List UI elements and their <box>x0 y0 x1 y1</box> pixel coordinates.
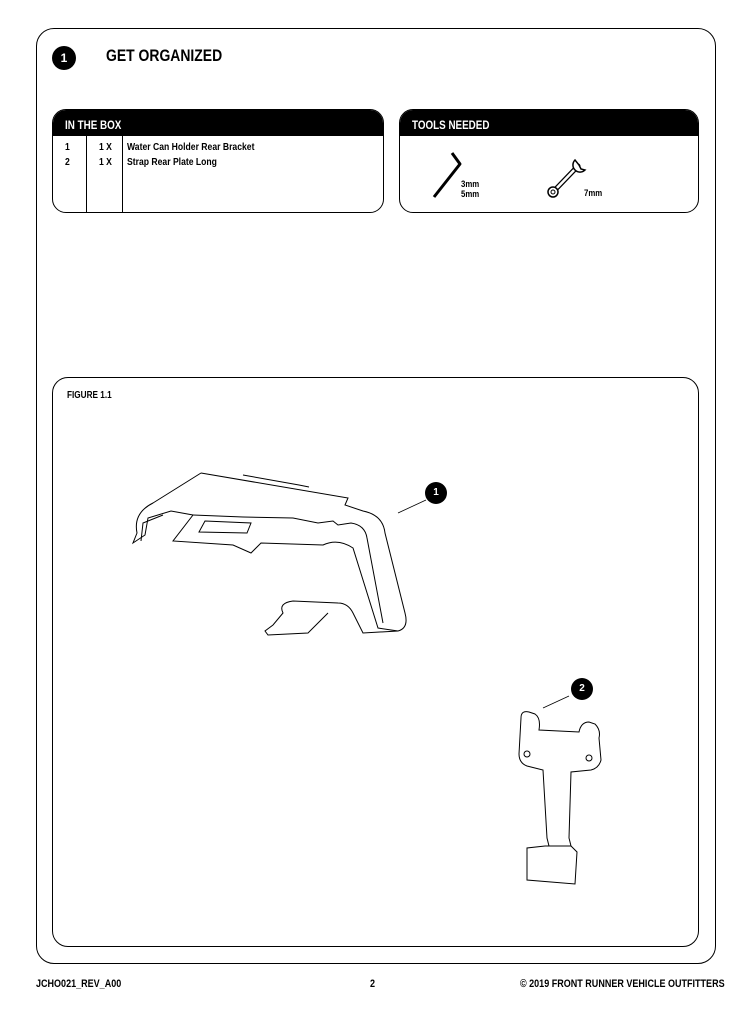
item-number: 2 <box>65 156 70 168</box>
leader-lines <box>397 499 570 709</box>
wrench-size: 7mm <box>584 188 603 199</box>
rear-bracket-drawing <box>131 472 407 636</box>
allen-key-icon <box>432 152 462 198</box>
callout-2: 2 <box>571 678 593 700</box>
page-number: 2 <box>370 978 376 990</box>
item-qty: 1 X <box>99 141 112 153</box>
item-qty: 1 X <box>99 156 112 168</box>
item-name: Strap Rear Plate Long <box>127 156 217 168</box>
item-name: Water Can Holder Rear Bracket <box>127 141 255 153</box>
step-title: GET ORGANIZED <box>106 46 223 65</box>
document-code: JCHO021_REV_A00 <box>36 978 122 990</box>
in-the-box-header: IN THE BOX <box>53 110 383 136</box>
wrench-icon <box>547 158 587 198</box>
callout-1: 1 <box>425 482 447 504</box>
figure-label: FIGURE 1.1 <box>67 390 112 401</box>
tools-needed-header: TOOLS NEEDED <box>400 110 698 136</box>
item-number: 1 <box>65 141 70 153</box>
page-frame <box>36 28 716 964</box>
figure-panel: FIGURE 1.1 1 2 <box>52 377 699 947</box>
copyright: © 2019 FRONT RUNNER VEHICLE OUTFITTERS <box>520 978 725 990</box>
step-number-badge: 1 <box>52 46 76 70</box>
in-the-box-panel: IN THE BOX 1 1 X Water Can Holder Rear B… <box>52 109 384 213</box>
strap-rear-plate-drawing <box>518 711 602 885</box>
